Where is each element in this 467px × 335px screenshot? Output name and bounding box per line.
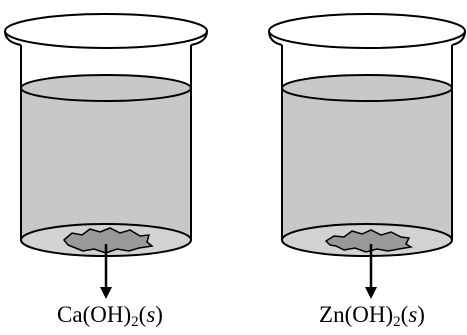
liquid-left [21, 88, 191, 256]
lip-right-b [451, 30, 466, 46]
compound-right-state-open: ( [400, 302, 409, 327]
arrow-head-right [365, 287, 377, 299]
compound-right-subscript: 2 [393, 314, 401, 330]
liquid-right [282, 88, 452, 256]
label-left-compound: Ca(OH)2(s) [40, 302, 180, 330]
compound-right-state-close: ) [417, 302, 425, 327]
label-right-compound: Zn(OH)2(s) [302, 302, 442, 330]
compound-left-state-close: ) [155, 302, 163, 327]
lip-left-b [190, 30, 208, 46]
beaker-right [268, 13, 466, 299]
precipitate-right [324, 229, 414, 253]
lip-left-a [4, 30, 22, 46]
beaker-rim-right [268, 13, 466, 49]
lip-right-a [268, 30, 283, 46]
compound-left-state-open: ( [138, 302, 147, 327]
arrow-head-left [100, 287, 112, 299]
compound-left-subscript: 2 [131, 314, 139, 330]
beaker-rim-left [4, 13, 208, 49]
compound-left-state: s [146, 302, 156, 327]
beaker-left [4, 13, 208, 299]
liquid-surface-left [20, 74, 192, 102]
compound-right-base: Zn(OH) [319, 302, 394, 327]
precipitate-left [62, 227, 154, 254]
compound-right-state: s [408, 302, 418, 327]
liquid-surface-right [281, 74, 453, 102]
compound-left-base: Ca(OH) [57, 302, 132, 327]
